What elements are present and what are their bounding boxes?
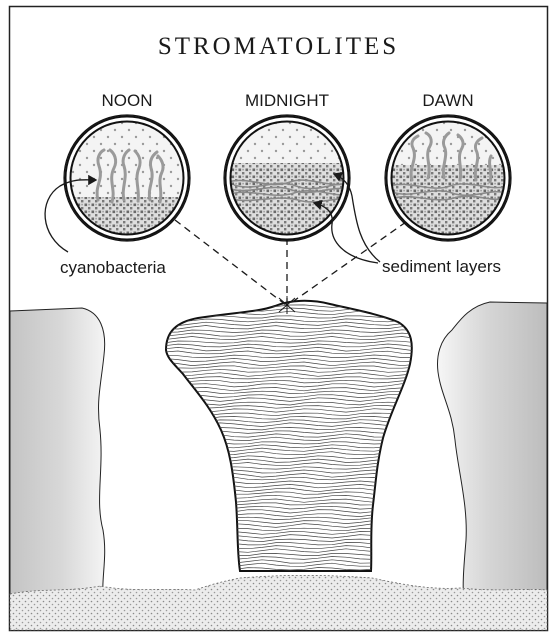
label-sediment-layers: sediment layers bbox=[382, 257, 501, 277]
diagram-title: STROMATOLITES bbox=[0, 33, 557, 61]
label-cyanobacteria: cyanobacteria bbox=[60, 258, 166, 278]
midnight-circle bbox=[220, 110, 360, 250]
dawn-circle bbox=[380, 110, 520, 250]
central-stromatolite bbox=[166, 301, 412, 571]
right-rock bbox=[438, 302, 547, 603]
left-rock bbox=[10, 308, 105, 603]
label-dawn: DAWN bbox=[368, 91, 528, 111]
label-noon: NOON bbox=[47, 91, 207, 111]
label-midnight: MIDNIGHT bbox=[207, 91, 367, 111]
